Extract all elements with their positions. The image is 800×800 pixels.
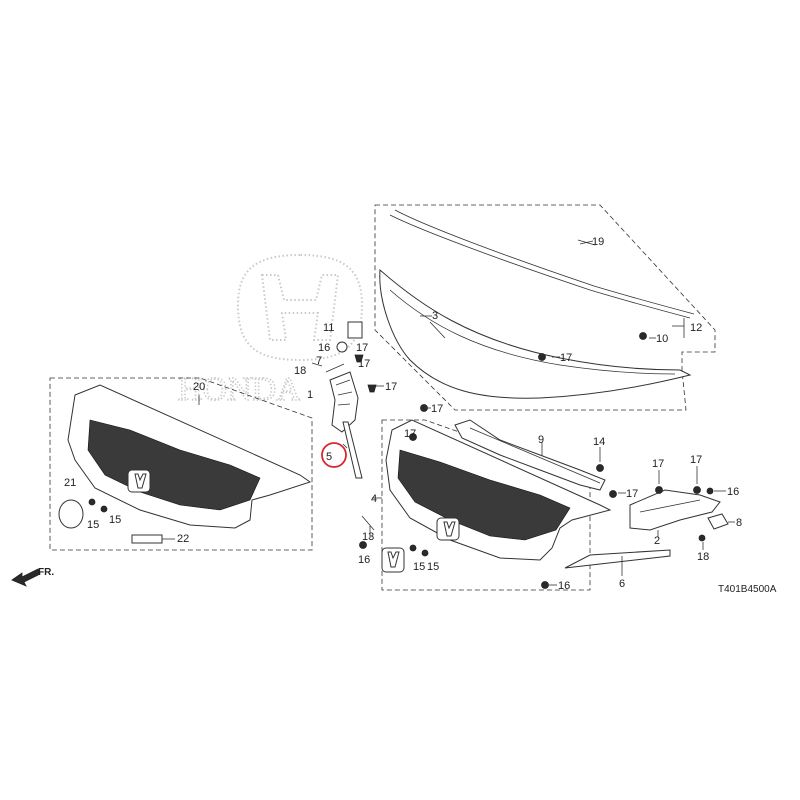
grille-assembly-left — [49, 377, 313, 551]
callout-17c: 17 — [358, 358, 370, 370]
diagram-code: T401B4500A — [718, 584, 777, 595]
side-strip-5 — [321, 421, 363, 479]
callout-9: 9 — [538, 434, 544, 446]
watermark-text: HONDA — [178, 371, 301, 408]
callout-17d: 17 — [385, 381, 397, 393]
clip-8 — [707, 513, 729, 530]
callout-7: 7 — [316, 355, 322, 367]
callout-21: 21 — [64, 477, 76, 489]
callout-15c: 15 — [413, 561, 425, 573]
front-direction-arrow: FR. — [11, 567, 54, 587]
callout-17f: 17 — [404, 428, 416, 440]
callout-17e: 17 — [431, 403, 443, 415]
side-bracket-2 — [629, 489, 721, 531]
callout-6: 6 — [619, 578, 625, 590]
callout-13: 13 — [362, 531, 374, 543]
callout-20: 20 — [193, 381, 205, 393]
grille-assembly-right — [359, 419, 612, 591]
callout-15b: 15 — [109, 514, 121, 526]
mounting-bracket-1 — [311, 321, 377, 433]
callout-4: 4 — [371, 493, 377, 505]
callout-19: 19 — [592, 236, 604, 248]
callout-16b: 16 — [727, 486, 739, 498]
callout-17h: 17 — [690, 454, 702, 466]
callout-15a: 15 — [87, 519, 99, 531]
brackets-right — [409, 332, 729, 589]
callout-22: 22 — [177, 533, 189, 545]
honda-watermark-logo: HONDA — [177, 253, 364, 409]
callout-16c: 16 — [558, 580, 570, 592]
upper-molding-group — [374, 204, 716, 411]
callout-17i: 17 — [626, 488, 638, 500]
callout-2: 2 — [654, 535, 660, 547]
callout-17g: 17 — [652, 458, 664, 470]
callout-17b: 17 — [356, 342, 368, 354]
callout-18a: 18 — [294, 365, 306, 377]
lower-strip-6 — [564, 549, 671, 569]
callouts: 19 3 12 10 17 11 16 17 7 17 18 17 1 17 2… — [64, 236, 742, 592]
highlight-circle — [321, 442, 347, 468]
callout-11: 11 — [323, 322, 334, 334]
callout-15d: 15 — [427, 561, 439, 573]
callout-14: 14 — [593, 436, 605, 448]
callout-18b: 18 — [697, 551, 709, 563]
callout-5: 5 — [326, 451, 332, 463]
callout-1: 1 — [307, 389, 313, 401]
emblem-cover-21 — [58, 499, 84, 529]
callout-12: 12 — [690, 322, 702, 334]
callout-16d: 16 — [358, 554, 370, 566]
callout-10: 10 — [656, 333, 668, 345]
leader-lines — [198, 240, 735, 586]
front-label: FR. — [38, 567, 54, 578]
callout-16a: 16 — [318, 342, 330, 354]
callout-17a: 17 — [560, 352, 572, 364]
callout-8: 8 — [736, 517, 742, 529]
callout-3: 3 — [432, 310, 438, 322]
